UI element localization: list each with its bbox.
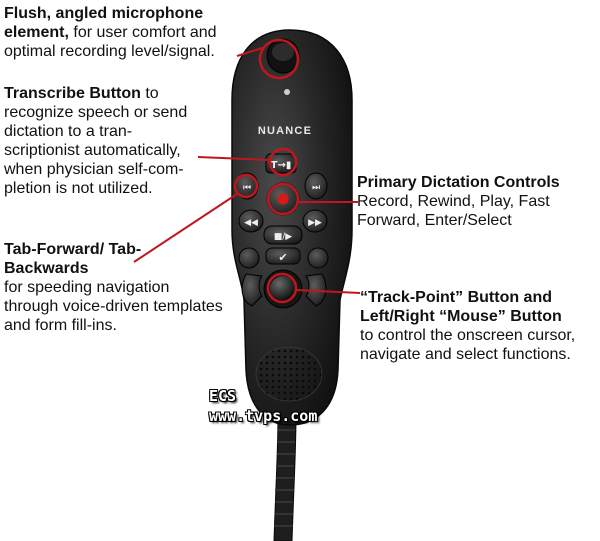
right-side-button[interactable] xyxy=(307,247,329,269)
fast-forward-button[interactable] xyxy=(302,209,328,233)
left-mouse-button[interactable] xyxy=(241,273,263,307)
transcribe-callout-heading: Transcribe Button xyxy=(4,85,141,102)
play-stop-button[interactable] xyxy=(263,225,303,245)
transcribe-leader-line xyxy=(197,156,271,161)
cable-ridges xyxy=(274,429,295,527)
track-point-ball[interactable] xyxy=(270,276,296,302)
play-stop-icon: ■/▶ xyxy=(274,232,293,242)
status-led xyxy=(284,89,290,95)
trackpoint-leader-line xyxy=(295,289,361,294)
track-point-highlight-circle xyxy=(266,272,298,304)
primary-controls-callout-heading: Primary Dictation Controls xyxy=(357,174,560,191)
transcribe-highlight-circle xyxy=(268,147,298,177)
tab-callout-body: for speeding navigation through voice-dr… xyxy=(4,279,223,334)
microphone-leader-line xyxy=(236,47,263,57)
checkmark-icon: ✔ xyxy=(278,251,287,264)
tab-backward-highlight-circle xyxy=(233,173,259,199)
fast-forward-icon: ▶▶ xyxy=(308,218,322,228)
watermark: ECS www.tvps.com xyxy=(209,386,317,426)
primary-controls-callout-body: Record, Rewind, Play, Fast Forward, Ente… xyxy=(357,193,550,229)
transcribe-callout: Transcribe Button to recognize speech or… xyxy=(4,84,204,198)
tab-leader-line xyxy=(133,193,238,263)
transcribe-icon: T→▮ xyxy=(271,160,292,171)
primary-controls-callout: Primary Dictation Controls Record, Rewin… xyxy=(357,173,597,230)
trackpoint-callout: “Track-Point” Button and Left/Right “Mou… xyxy=(360,288,600,364)
transcribe-callout-body: to recognize speech or send dictation to… xyxy=(4,85,188,197)
record-highlight-circle xyxy=(266,182,300,216)
microphone-highlight-circle xyxy=(258,38,300,80)
trackpoint-callout-heading: “Track-Point” Button and Left/Right “Mou… xyxy=(360,289,562,325)
left-side-button[interactable] xyxy=(238,247,260,269)
rewind-icon: ◀◀ xyxy=(244,218,258,228)
record-icon xyxy=(277,193,289,205)
rewind-button[interactable] xyxy=(238,209,264,233)
tab-callout: Tab-Forward/ Tab-Backwards for speeding … xyxy=(4,240,224,335)
watermark-line1: ECS xyxy=(209,387,237,405)
tab-forward-icon: ⏭ xyxy=(312,183,320,193)
trackpoint-callout-body: to control the onscreen cursor, navigate… xyxy=(360,327,576,363)
tab-callout-heading: Tab-Forward/ Tab-Backwards xyxy=(4,241,142,277)
watermark-line2: www.tvps.com xyxy=(209,407,318,425)
speaker-grille xyxy=(256,347,322,401)
tab-forward-button[interactable] xyxy=(304,172,328,200)
microphone-callout-heading: Flush, angled microphone element, xyxy=(4,5,204,41)
microphone-callout: Flush, angled microphone element, for us… xyxy=(4,4,252,61)
tab-backward-icon: ⏮ xyxy=(243,183,251,193)
brand-logo: NUANCE xyxy=(258,125,312,137)
microphone-callout-body: for user comfort and optimal recording l… xyxy=(4,24,217,60)
enter-select-button[interactable] xyxy=(265,247,301,265)
